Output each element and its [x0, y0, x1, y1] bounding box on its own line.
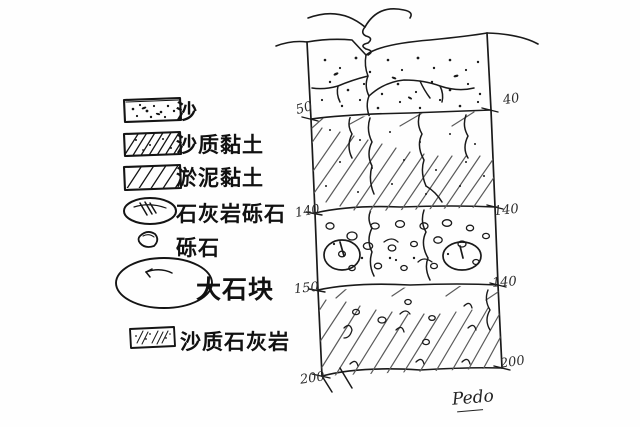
layer-sand [311, 54, 482, 119]
depth-label-right-2: 140 [493, 201, 520, 220]
legend-label-sandy-clay: 沙质黏土 [176, 133, 264, 157]
signature: Pedo [451, 386, 495, 410]
root-traces-sandy-clay [348, 112, 469, 203]
sandy-clay-hatching [311, 111, 495, 213]
gravel-dots [332, 242, 450, 262]
silty-clay-gravel [343, 298, 477, 367]
legend-swatch-sandy-clay [122, 130, 183, 158]
column-right-edge [486, 32, 503, 369]
legend-label-gravel: 砾石 [176, 236, 220, 260]
legend-label-sand: 沙 [176, 100, 198, 124]
soil-profile-column [275, 8, 539, 393]
legend-label-large-stone: 大石块 [196, 275, 275, 304]
depth-label-right-3: 140 [491, 274, 518, 291]
large-limestone-stones [323, 239, 482, 271]
ground-surface-line [275, 32, 539, 56]
legend-swatches [115, 96, 213, 349]
surface-plant [307, 8, 412, 56]
legend-swatch-large-stone [115, 257, 213, 309]
legend-swatch-sandy-limestone [129, 326, 176, 349]
root-traces-silty-clay [485, 289, 491, 331]
gravel-pebbles [325, 219, 491, 272]
layer-sandy-clay [311, 111, 495, 213]
layer-gravel [323, 207, 491, 281]
layer-boundary-lines [310, 109, 503, 377]
sand-dots [320, 56, 482, 110]
legend-label-limestone-gravel: 石灰岩砾石 [176, 202, 286, 226]
root-system [311, 54, 475, 119]
root-traces-gravel [368, 207, 431, 281]
sandy-clay-dots [325, 129, 485, 195]
depth-label-right-1: 40 [501, 90, 521, 109]
legend-swatch-limestone-gravel [123, 197, 177, 225]
legend-label-silty-clay: 淤泥黏土 [176, 166, 264, 190]
legend-swatch-gravel [137, 231, 159, 248]
depth-label-left-3: 150 [293, 279, 320, 298]
legend-swatch-sand [122, 96, 183, 124]
layer-silty-clay [318, 285, 502, 376]
silty-clay-hatching [318, 285, 502, 376]
legend-swatch-silty-clay [122, 163, 183, 192]
legend-label-sandy-limestone: 沙质石灰岩 [180, 330, 290, 354]
bottom-edge-marks [321, 367, 353, 393]
depth-tick-marks [301, 107, 511, 379]
